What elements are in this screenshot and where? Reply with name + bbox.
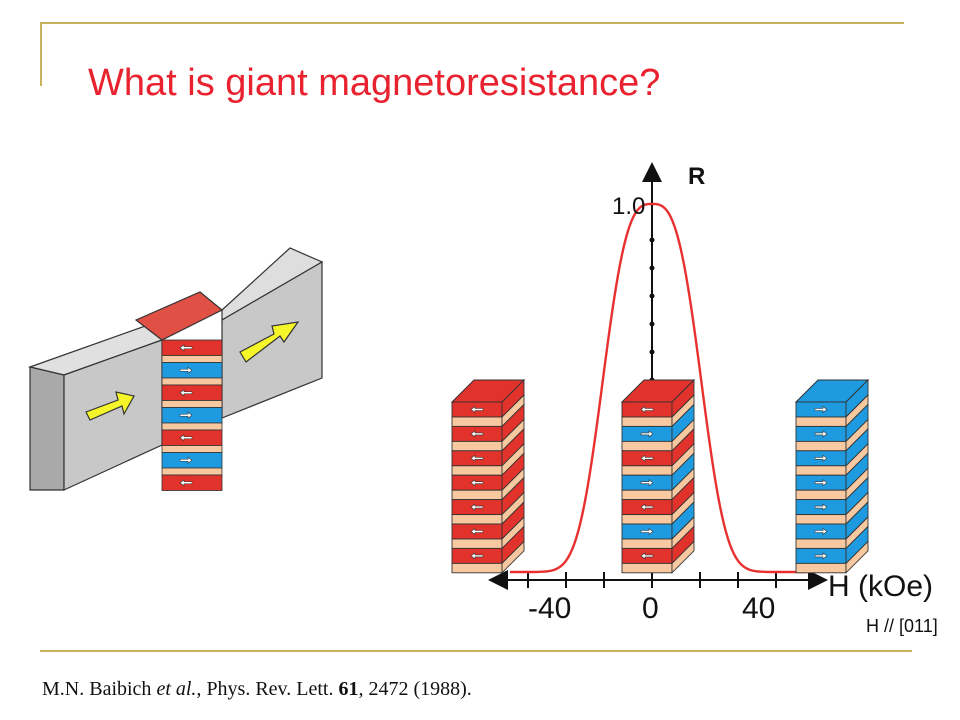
- multilayer-strips: [161, 339, 223, 491]
- stack-spacer-side: [501, 540, 525, 574]
- stack-moment-arrow-icon: [814, 552, 828, 560]
- stack-spacer-layer: [795, 465, 847, 476]
- stack-moment-arrow-icon: [640, 503, 654, 511]
- sample-spacer-layer: [161, 422, 223, 431]
- stack-moment-arrow-icon: [814, 454, 828, 462]
- stack-moment-arrow-icon: [470, 479, 484, 487]
- y-tick-top-label: 1.0: [612, 193, 645, 220]
- sample-spacer-layer: [161, 400, 223, 408]
- stack-moment-arrow-icon: [640, 430, 654, 438]
- sample-block: [27, 247, 324, 491]
- stack-spacer-layer: [621, 440, 673, 452]
- x-axis-ticks: [527, 572, 777, 588]
- stack-spacer-layer: [795, 538, 847, 549]
- x-axis-label: H (kOe): [828, 570, 933, 603]
- citation-authors: M.N. Baibich: [42, 678, 157, 700]
- sample-left-front: [29, 366, 65, 491]
- citation-volume: 61: [338, 678, 359, 700]
- stack-spacer-layer: [451, 489, 503, 501]
- stack-spacer-layer: [621, 465, 673, 476]
- sample-spacer-layer: [161, 467, 223, 476]
- stack-spacer-layer: [795, 514, 847, 525]
- y-axis-dot: [649, 321, 655, 327]
- stack-moment-arrow-icon: [640, 479, 654, 487]
- frame-top-line: [40, 22, 904, 24]
- stack-spacer-layer: [795, 416, 847, 427]
- multilayer-top: [134, 291, 224, 341]
- citation-etal: et al.,: [156, 678, 202, 700]
- sample-spacer-layer: [161, 445, 223, 453]
- y-axis-dot: [649, 293, 655, 299]
- stack-spacer-layer: [451, 562, 503, 574]
- stack-spacer-layer: [621, 416, 673, 427]
- sample-moment-arrow-icon: [179, 366, 193, 374]
- stack-spacer-layer: [451, 538, 503, 549]
- stack-moment-arrow-icon: [814, 503, 828, 511]
- stack-moment-arrow-icon: [814, 479, 828, 487]
- stack-spacer-layer: [795, 440, 847, 452]
- sample-moment-arrow-icon: [179, 434, 193, 442]
- stack-moment-arrow-icon: [470, 552, 484, 560]
- stack-spacer-layer: [621, 489, 673, 501]
- stack-spacer-side: [845, 540, 869, 574]
- stack-moment-arrow-icon: [470, 503, 484, 511]
- stack-moment-arrow-icon: [640, 454, 654, 462]
- stack-moment-arrow-icon: [470, 430, 484, 438]
- stack-spacer-layer: [621, 538, 673, 549]
- citation-journal: Phys. Rev. Lett.: [201, 678, 339, 700]
- stack-moment-arrow-icon: [814, 430, 828, 438]
- stack-moment-arrow-icon: [470, 527, 484, 536]
- frame-left-line: [40, 22, 42, 86]
- y-axis-dot: [649, 237, 655, 243]
- y-axis-dot: [649, 349, 655, 355]
- layer-stack-antiparallel-left: [450, 378, 526, 574]
- sample-moment-arrow-icon: [179, 411, 193, 419]
- sample-moment-arrow-icon: [179, 344, 193, 352]
- citation: M.N. Baibich et al., Phys. Rev. Lett. 61…: [42, 678, 472, 701]
- stack-spacer-layer: [795, 489, 847, 501]
- stack-spacer-layer: [451, 465, 503, 476]
- resistance-plot: R 1.0 -40 0 40 H (kOe) H // [011]: [488, 162, 938, 636]
- x-tick-label-40: 40: [742, 592, 775, 625]
- y-axis-label: R: [688, 163, 705, 190]
- sample-moment-arrow-icon: [179, 479, 193, 487]
- yellow-arrow-left-icon: [85, 391, 135, 421]
- stack-spacer-layer: [621, 514, 673, 525]
- stack-moment-arrow-icon: [470, 454, 484, 462]
- sample-spacer-layer: [161, 377, 223, 386]
- stack-moment-arrow-icon: [640, 527, 654, 536]
- sample-moment-arrow-icon: [179, 389, 193, 397]
- x-tick-label-neg40: -40: [528, 592, 571, 625]
- sample-spacer-layer: [161, 355, 223, 363]
- stack-spacer-layer: [451, 514, 503, 525]
- layer-stacks: [450, 378, 870, 574]
- stack-spacer-layer: [451, 440, 503, 452]
- stack-spacer-layer: [451, 416, 503, 427]
- gmr-curve: [510, 202, 806, 574]
- stack-spacer-side: [671, 540, 695, 574]
- y-axis-dot: [649, 265, 655, 271]
- sample-moment-arrow-icon: [179, 456, 193, 464]
- stack-spacer-layer: [795, 562, 847, 574]
- frame-bottom-line: [40, 650, 912, 652]
- citation-pages-year: , 2472 (1988).: [358, 678, 472, 700]
- stack-spacer-layer: [621, 562, 673, 574]
- stack-moment-arrow-icon: [470, 405, 484, 414]
- stack-moment-arrow-icon: [814, 405, 828, 414]
- stack-moment-arrow-icon: [640, 552, 654, 560]
- layer-stack-parallel-right: [794, 378, 870, 574]
- x-tick-label-0: 0: [642, 592, 659, 625]
- stack-moment-arrow-icon: [640, 405, 654, 414]
- yellow-arrow-right-icon: [239, 321, 300, 363]
- stack-moment-arrow-icon: [814, 527, 828, 536]
- field-direction-label: H // [011]: [866, 616, 938, 636]
- slide-title: What is giant magnetoresistance?: [88, 62, 661, 104]
- layer-stack-antiparallel-alternating: [620, 378, 696, 574]
